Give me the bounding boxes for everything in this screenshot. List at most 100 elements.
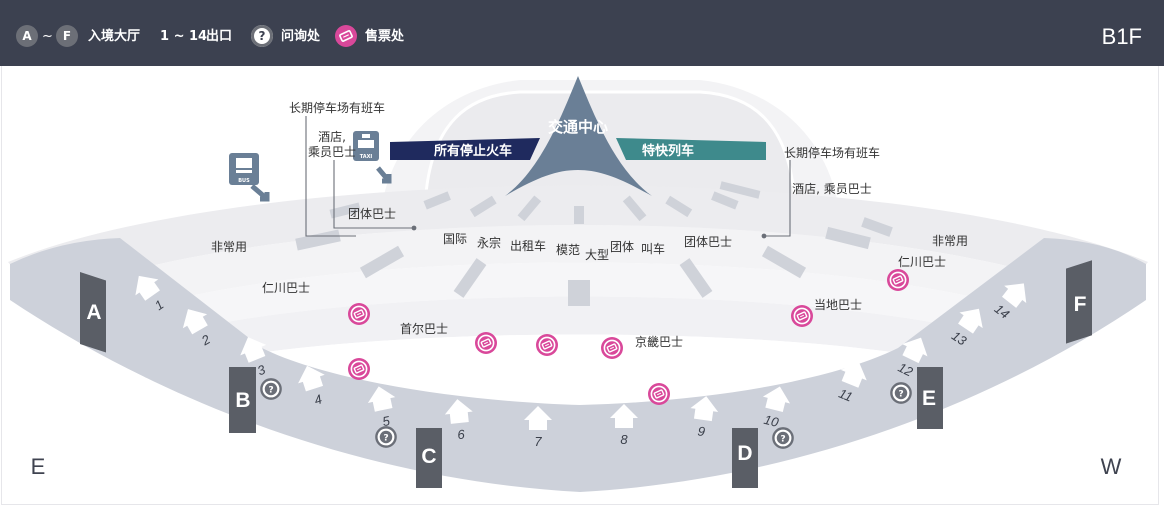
gate-a-label: A [86,301,101,324]
exit-9: 9 [690,396,719,439]
ticket-office-icon [886,268,910,292]
model-taxi: 模范 [556,243,580,257]
exit-number: 4 [312,391,324,408]
exit-arrow-icon [1001,283,1027,308]
incheon-bus-left: 仁川巴士 [262,281,310,295]
group-taxi: 团体 [610,240,634,254]
gate-legend-icon-a: A [16,25,38,47]
ticket-office-icon [790,304,814,328]
exit-number: 10 [762,412,780,430]
exit-number: 12 [896,360,916,380]
info-legend-label: 问询处 [281,29,321,44]
ticket-office-icon [647,382,671,406]
floor-map: ? 交通中心 所有停止火车 特快列车 [8,76,1148,492]
express-train-banner [616,138,766,160]
information-desk-icon [890,382,912,404]
gate-c-label: C [421,445,436,468]
exit-arrow-icon [840,362,867,388]
direction-east: E [31,454,46,479]
crosswalks [295,181,893,306]
exit-arrow-icon [444,399,473,424]
gate-b [229,367,256,433]
hotel-shuttle-right: 酒店, 乘员巴士 [792,182,872,196]
floor-indicator: B1F [1101,24,1142,49]
exit-4: 4 [298,365,325,408]
all-stop-train-label: 所有停止火车 [434,143,512,159]
information-desk-icon [375,426,397,448]
ticket-office-icon [474,331,498,355]
ticket-office-icon [600,336,624,360]
legend-header: A ~ F 入境大厅 1 ~ 14 出口 ? 问询处 售票处 B1F [0,0,1164,66]
exit-6: 6 [444,399,473,442]
exit-arrow-icon [135,275,160,301]
large-taxi: 大型 [585,248,609,262]
incheon-bus-right: 仁川巴士 [898,255,946,269]
emergency-lane-left: 非常用 [211,240,247,254]
exit-arrow-icon [958,308,983,334]
band-inner-roadway [40,225,1116,330]
exit-arrow-icon [298,365,325,392]
ticket-legend-icon [335,25,357,47]
exit-number: 11 [837,386,855,405]
exit-arrow-icon [524,406,552,430]
international-taxi: 国际 [443,232,467,246]
all-stop-train-banner [390,138,540,160]
exit-10: 10 [762,386,791,430]
long-term-parking-shuttle-right: 长期停车场有班车 [784,145,880,160]
gate-e-label: E [922,387,936,410]
svg-text:BUS: BUS [238,178,250,184]
gate-c [416,428,442,488]
exit-number: 7 [534,434,542,449]
exit-legend-label: 出口 [206,29,233,44]
exit-arrow-icon [610,404,638,428]
seoul-bus: 首尔巴士 [400,321,448,336]
hotel-shuttle-left-line1: 酒店, [318,130,346,144]
exit-8: 8 [610,404,638,447]
gate-e [917,367,943,429]
gate-d [732,428,758,488]
exit-arrow-icon [902,337,928,364]
exit-arrow-icon [240,337,267,363]
gate-f [1066,260,1092,344]
arrivals-hall-band [10,238,1146,492]
gate-legend-icon-f: F [56,25,78,47]
gate-a [80,271,106,353]
group-bus-left: 团体巴士 [348,207,396,221]
exit-5: 5 [367,386,396,429]
transport-center-title: 交通中心 [548,118,608,136]
ticket-legend-label: 售票处 [365,29,405,44]
exit-number: 8 [620,432,628,447]
info-legend-icon: ? [251,25,273,47]
exit-11: 11 [837,362,867,405]
local-bus: 当地巴士 [814,298,862,312]
svg-text:TAXI: TAXI [360,154,373,160]
information-desk-icon [772,427,794,449]
taxi-stand: 出租车 [510,238,546,253]
exit-number: 9 [697,423,706,439]
taxi-icon: TAXI [353,131,392,184]
exit-12: 12 [896,337,928,380]
ticket-office-icon [347,302,371,326]
yongzong-taxi: 永宗 [477,235,501,250]
bus-icon: BUS [229,153,270,202]
gyeonggi-bus: 京畿巴士 [635,335,683,349]
walkway-zone [76,262,1080,352]
long-term-parking-shuttle-left: 长期停车场有班车 [289,100,385,115]
ticket-office-icon [535,333,559,357]
hotel-shuttle-left-line2: 乘员巴士 [308,145,356,159]
information-desk-icon [260,378,282,400]
exit-arrow-icon [762,386,791,412]
ticket-office-icon [347,357,371,381]
exit-7: 7 [524,406,552,449]
gate-b-label: B [235,389,250,412]
gate-d-label: D [737,442,752,465]
exit-range-label: 1 ~ 14 [160,29,208,44]
gate-range-separator: ~ [42,29,53,44]
exit-number: 5 [381,413,392,429]
call-taxi: 叫车 [641,241,665,256]
direction-west: W [1101,454,1122,479]
express-train-label: 特快列车 [642,143,694,159]
group-bus-right: 团体巴士 [684,235,732,249]
gate-f-label: F [1074,293,1087,316]
exit-number: 6 [457,426,467,442]
